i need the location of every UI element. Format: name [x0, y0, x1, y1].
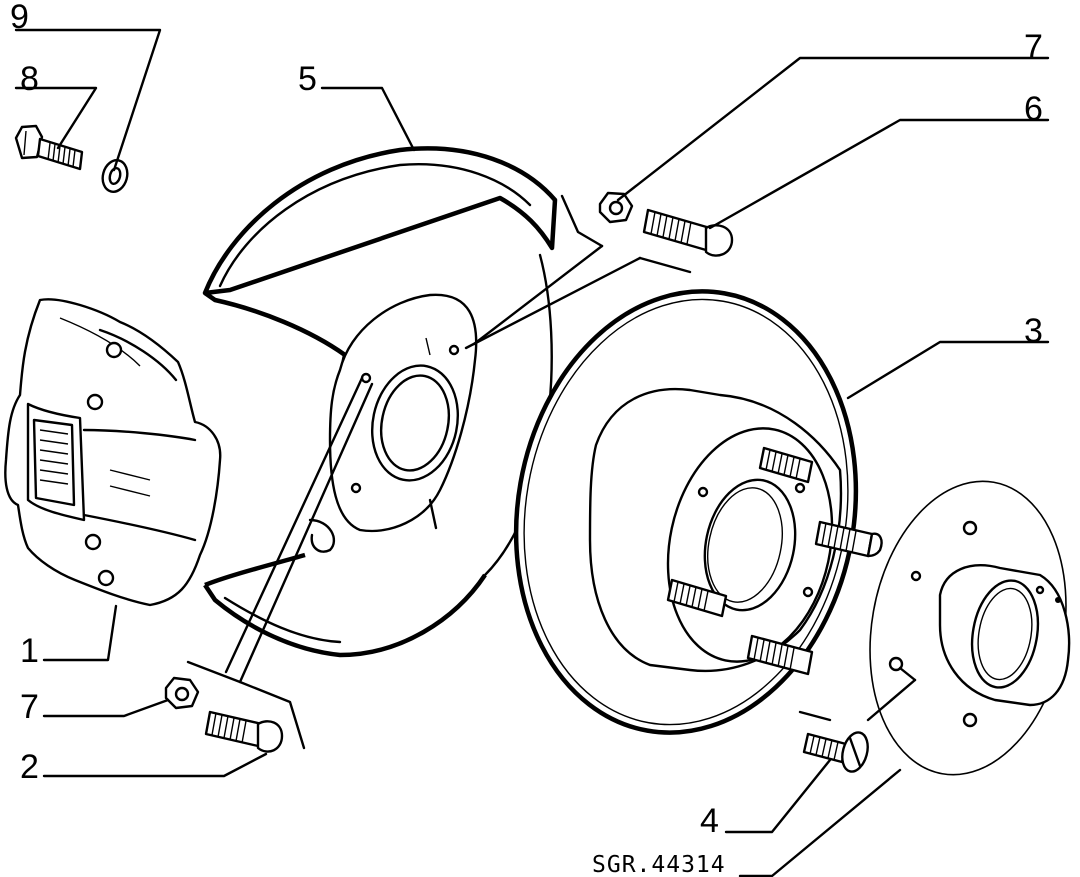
callout-9: 9: [10, 0, 29, 36]
part-2-bolt: [204, 710, 284, 753]
part-7-nut-lower: [164, 676, 200, 710]
part-4-screw: [802, 731, 869, 773]
callout-1: 1: [20, 632, 39, 670]
callout-7-upper: 7: [1024, 28, 1043, 66]
wheel-hub: [869, 480, 1071, 776]
part-7-nut-upper: [598, 191, 634, 224]
part-3-brake-disc: [513, 289, 883, 735]
reference-code: SGR.44314: [592, 852, 726, 877]
part-6-bolt: [642, 208, 734, 257]
part-8-bolt: [14, 124, 84, 171]
callout-5: 5: [298, 60, 317, 98]
callout-8: 8: [20, 60, 39, 98]
part-1-brake-caliper: [4, 298, 222, 607]
part-5-dust-shield: [202, 146, 558, 658]
callout-labels: 9 8 5 7 6 3 1 7 2 4 SGR.44314: [10, 0, 1043, 877]
leader-lines: [14, 28, 1050, 877]
callout-7-lower: 7: [20, 688, 39, 726]
callout-6: 6: [1024, 90, 1043, 128]
callout-3: 3: [1024, 312, 1043, 350]
assembly-guide-lines: [186, 194, 917, 750]
callout-4: 4: [700, 802, 719, 840]
callout-2: 2: [20, 748, 39, 786]
part-9-washer: [101, 159, 129, 193]
